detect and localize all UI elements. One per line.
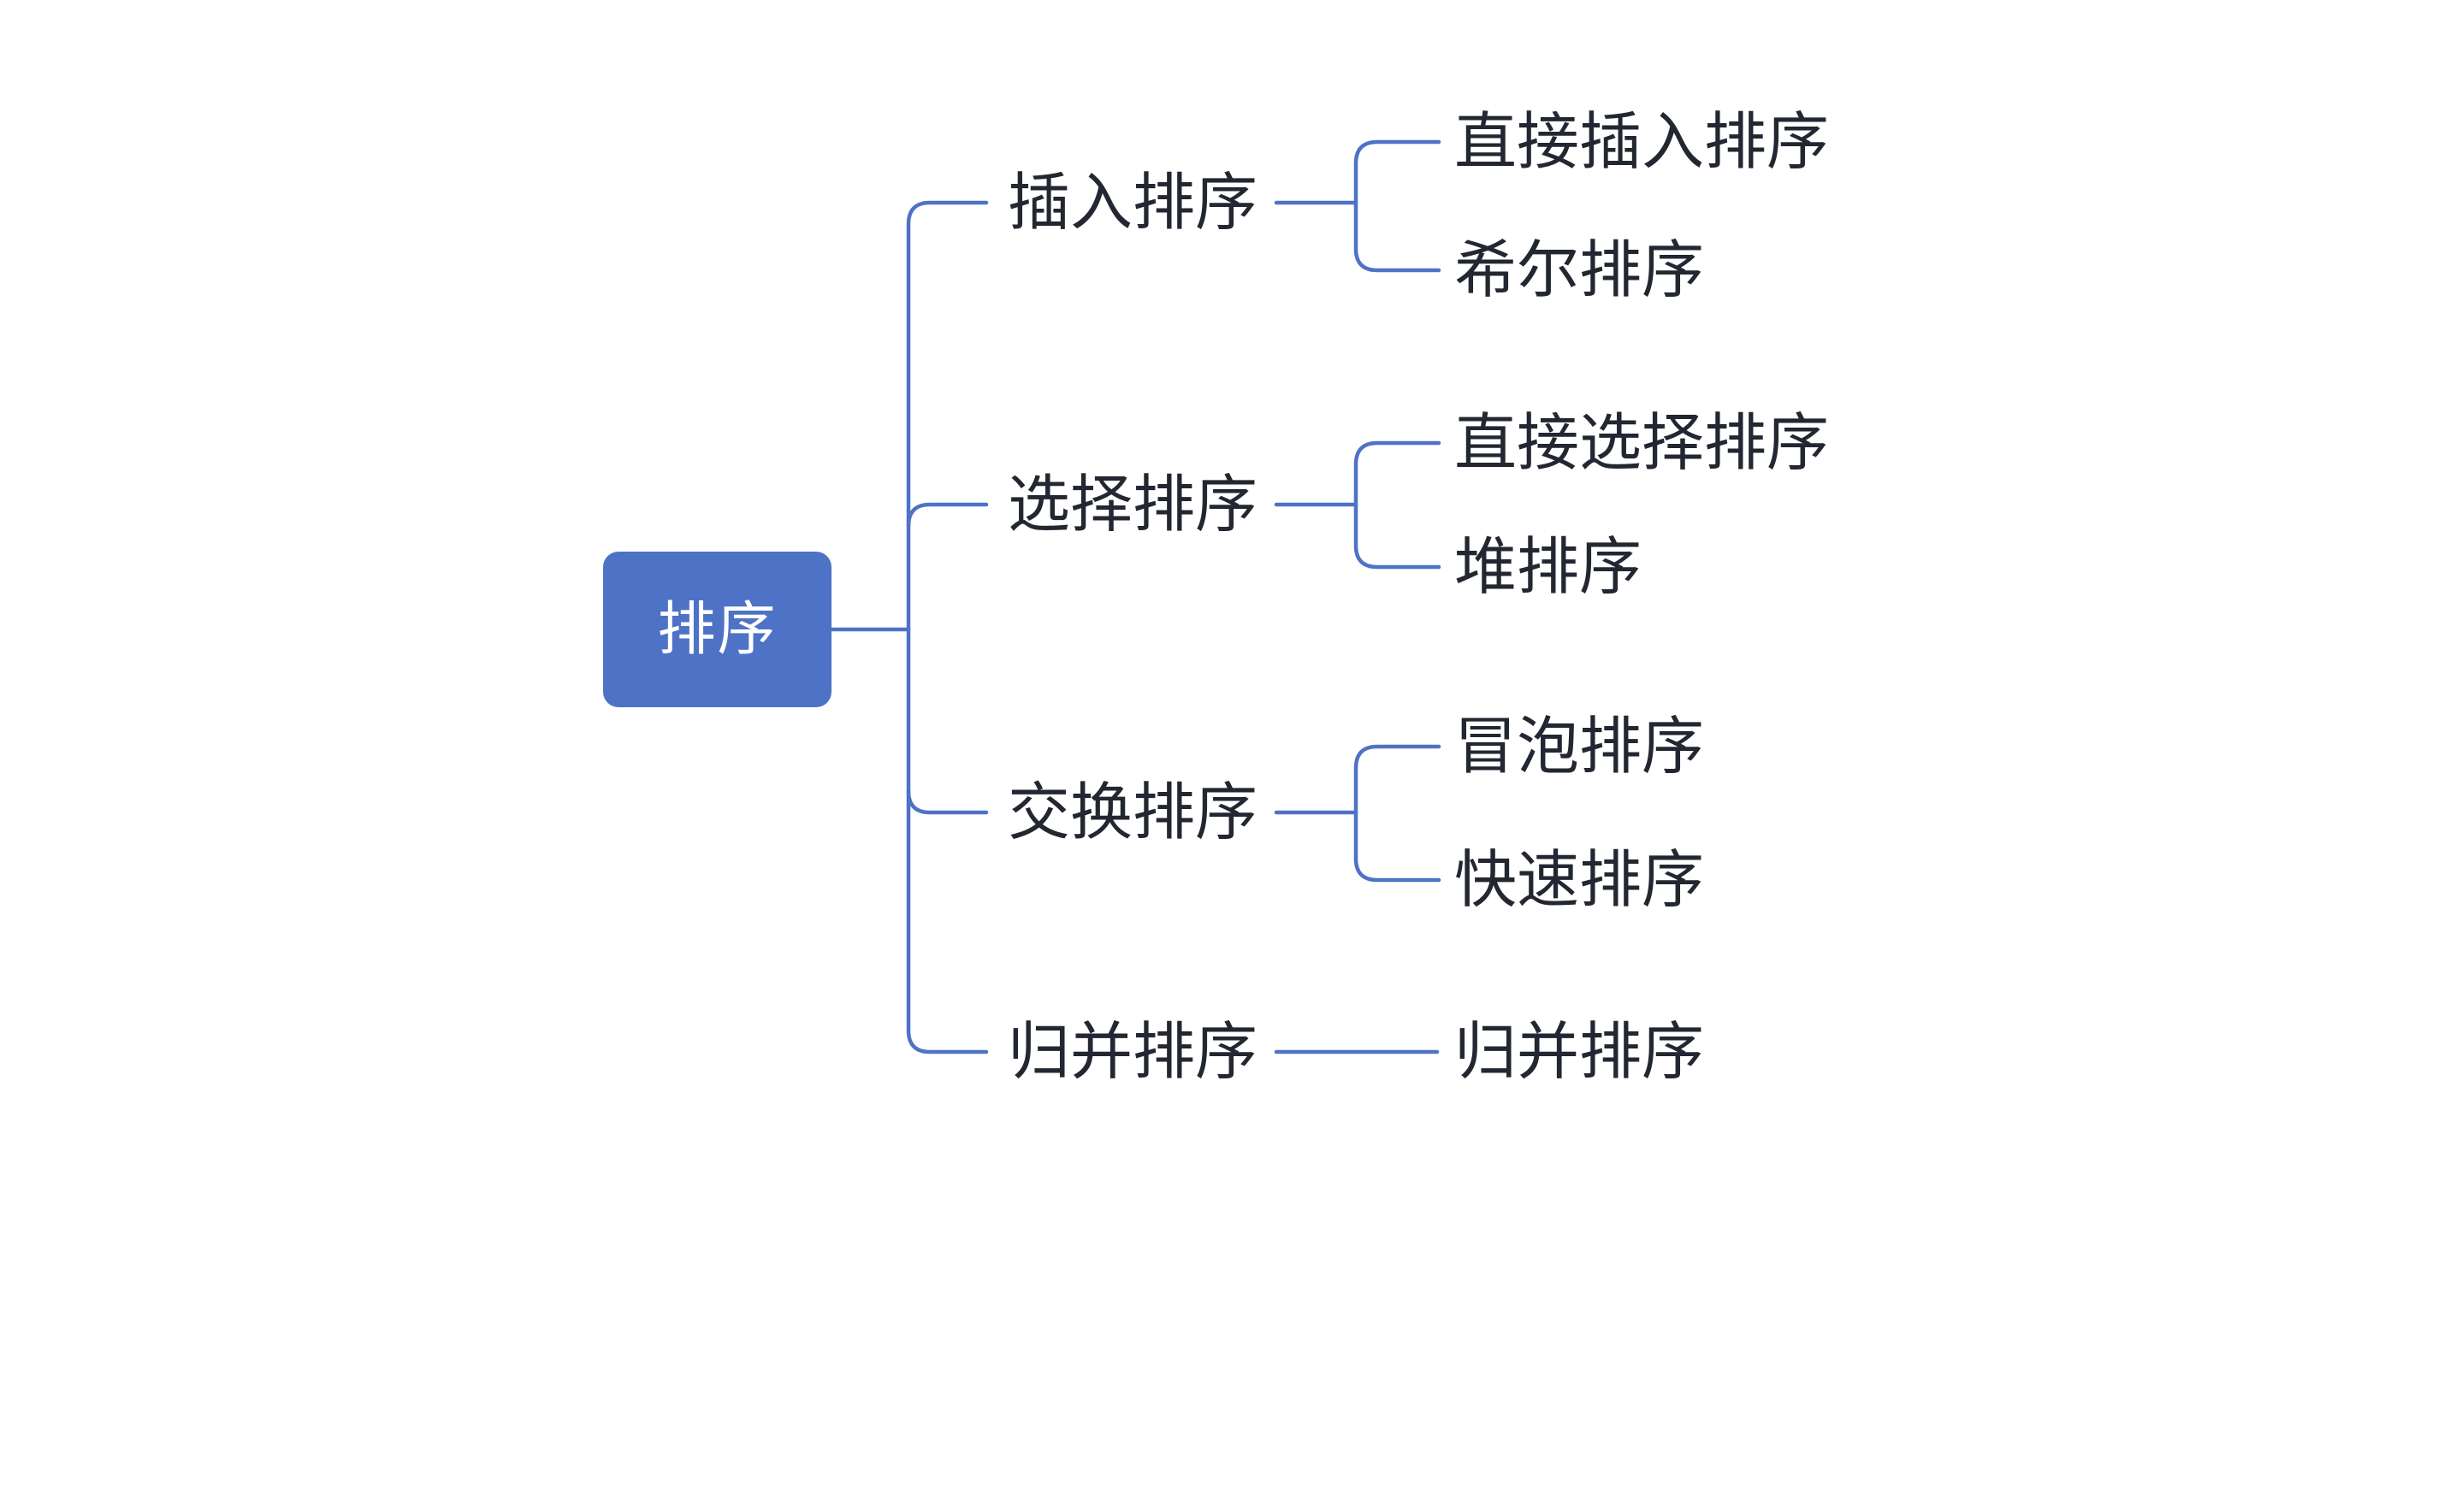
- connector-branch1-bracket: [1353, 139, 1441, 273]
- connector-branch2-stub: [906, 502, 989, 529]
- connector-branch2-bracket: [1353, 440, 1441, 570]
- leaf-node-direct-selection-sort[interactable]: 直接选择排序: [1454, 408, 1829, 478]
- branch-node-merge-sort[interactable]: 归并排序: [1008, 1017, 1258, 1087]
- branch-node-exchange-sort[interactable]: 交换排序: [1008, 777, 1258, 848]
- leaf-node-merge-sort[interactable]: 归并排序: [1454, 1017, 1704, 1087]
- connector-trunk-down: [906, 627, 989, 1054]
- leaf-node-quick-sort[interactable]: 快速排序: [1454, 845, 1704, 915]
- branch-node-insertion-sort[interactable]: 插入排序: [1008, 168, 1258, 238]
- connector-branch3-stub: [906, 788, 989, 815]
- root-node-sorting[interactable]: 排序: [603, 552, 831, 707]
- leaf-node-direct-insertion-sort[interactable]: 直接插入排序: [1454, 107, 1829, 177]
- connector-branch3-bracket: [1353, 744, 1441, 883]
- branch-node-selection-sort[interactable]: 选择排序: [1008, 470, 1258, 540]
- connector-trunk-up: [906, 200, 989, 632]
- leaf-node-heap-sort[interactable]: 堆排序: [1454, 532, 1642, 602]
- leaf-node-bubble-sort[interactable]: 冒泡排序: [1454, 712, 1704, 782]
- leaf-node-shell-sort[interactable]: 希尔排序: [1454, 235, 1704, 305]
